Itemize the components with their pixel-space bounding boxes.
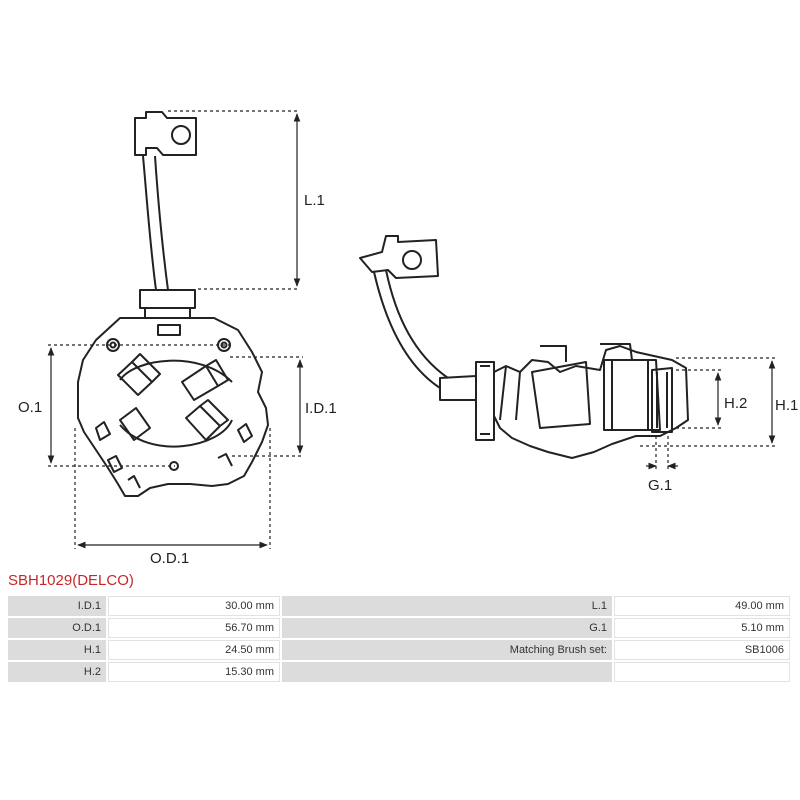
label-l1: L.1 — [304, 192, 325, 209]
spec-label: O.D.1 — [8, 618, 106, 638]
label-o1: O.1 — [18, 399, 42, 416]
side-brush-box-2 — [603, 359, 661, 431]
spec-label: H.2 — [8, 662, 106, 682]
spec-value: 56.70 mm — [108, 618, 280, 638]
spec-value: 24.50 mm — [108, 640, 280, 660]
plate-outline — [77, 317, 269, 497]
product-title: SBH1029(DELCO) — [8, 572, 134, 589]
spec-value: 49.00 mm — [614, 596, 790, 616]
spec-value: 15.30 mm — [108, 662, 280, 682]
front-view-dimensions — [47, 110, 304, 549]
label-h2: H.2 — [724, 395, 747, 412]
spec-value: 30.00 mm — [108, 596, 280, 616]
terminal-lug-side — [359, 235, 439, 279]
side-view-dimensions — [640, 357, 776, 470]
label-h1: H.1 — [775, 397, 798, 414]
brush-box-3 — [185, 399, 229, 441]
table-row: H.2 15.30 mm — [8, 662, 790, 682]
spec-label: L.1 — [282, 596, 612, 616]
technical-drawing: L.1 O.1 I.D.1 O.D.1 H.2 H.1 G.1 — [18, 110, 798, 567]
table-row: H.1 24.50 mm Matching Brush set: SB1006 — [8, 640, 790, 660]
table-row: O.D.1 56.70 mm G.1 5.10 mm — [8, 618, 790, 638]
spec-value: 5.10 mm — [614, 618, 790, 638]
side-brush-box-1 — [531, 345, 591, 429]
label-od1: O.D.1 — [150, 550, 189, 567]
side-brush-box-3 — [651, 367, 673, 433]
wire-side — [373, 269, 449, 389]
table-row: I.D.1 30.00 mm L.1 49.00 mm — [8, 596, 790, 616]
front-view — [77, 111, 269, 497]
spec-value: SB1006 — [614, 640, 790, 660]
terminal-lug-front — [134, 111, 197, 156]
spec-label: I.D.1 — [8, 596, 106, 616]
spec-label: Matching Brush set: — [282, 640, 612, 660]
label-g1: G.1 — [648, 477, 672, 494]
wire-front — [142, 155, 169, 291]
brush-box-4 — [119, 407, 151, 441]
brush-box-1 — [117, 353, 161, 396]
connector-block-front — [139, 289, 196, 319]
spec-label: G.1 — [282, 618, 612, 638]
lug-hole-side — [402, 250, 422, 270]
specs-table: I.D.1 30.00 mm L.1 49.00 mm O.D.1 56.70 … — [6, 594, 792, 684]
spec-label: H.1 — [8, 640, 106, 660]
spec-label-empty — [282, 662, 612, 682]
label-id1: I.D.1 — [305, 400, 337, 417]
side-view — [359, 235, 689, 459]
side-body — [493, 345, 689, 459]
spec-value-empty — [614, 662, 790, 682]
brush-box-2 — [181, 359, 229, 401]
lug-hole-front — [171, 125, 191, 145]
